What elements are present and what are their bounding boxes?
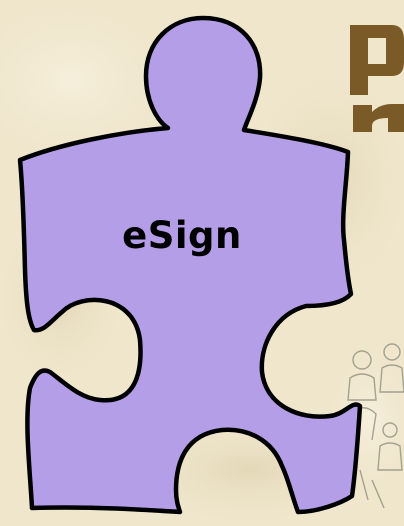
puzzle-piece-label: eSign	[112, 214, 252, 257]
puzzle-piece-shape	[20, 18, 360, 512]
